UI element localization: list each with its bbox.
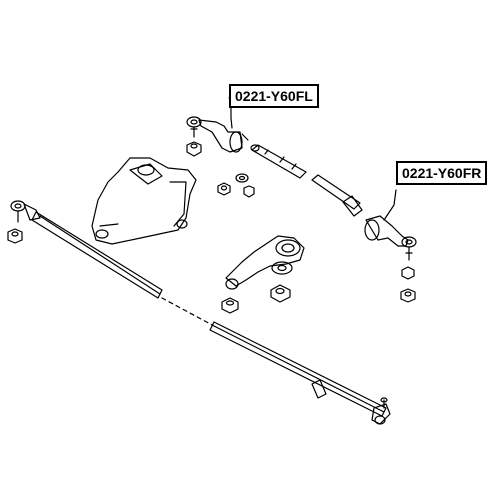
idler-arm-bracket xyxy=(91,157,197,245)
leader-line-fr xyxy=(383,189,397,221)
part-callout-0221-y60fl: 0221-Y60FL xyxy=(229,84,319,108)
hardware-nut-2 xyxy=(243,185,255,198)
nut-fr xyxy=(400,288,416,303)
center-link-upper xyxy=(31,211,163,299)
center-link-dashed xyxy=(161,297,215,327)
tie-rod-end-fl xyxy=(186,116,249,153)
hardware-nut-1 xyxy=(217,182,231,196)
hardware-washer-1 xyxy=(235,173,249,183)
pitman-arm xyxy=(225,235,305,290)
adjuster-sleeve xyxy=(250,144,307,179)
nut-fl xyxy=(186,141,202,157)
pitman-nut xyxy=(270,284,291,303)
pitman-washer xyxy=(271,261,293,275)
outer-tie-rod-end-left xyxy=(10,200,41,223)
tie-rod-end-fr xyxy=(364,215,417,261)
castle-nut-fr xyxy=(401,266,415,280)
tie-rod-middle xyxy=(311,174,363,217)
part-callout-0221-y60fr: 0221-Y60FR xyxy=(396,161,488,185)
pitman-nut-lower xyxy=(221,297,239,314)
center-link-lower xyxy=(209,321,387,417)
outer-tie-rod-end-right xyxy=(371,397,391,425)
outer-nut-left xyxy=(7,228,23,244)
